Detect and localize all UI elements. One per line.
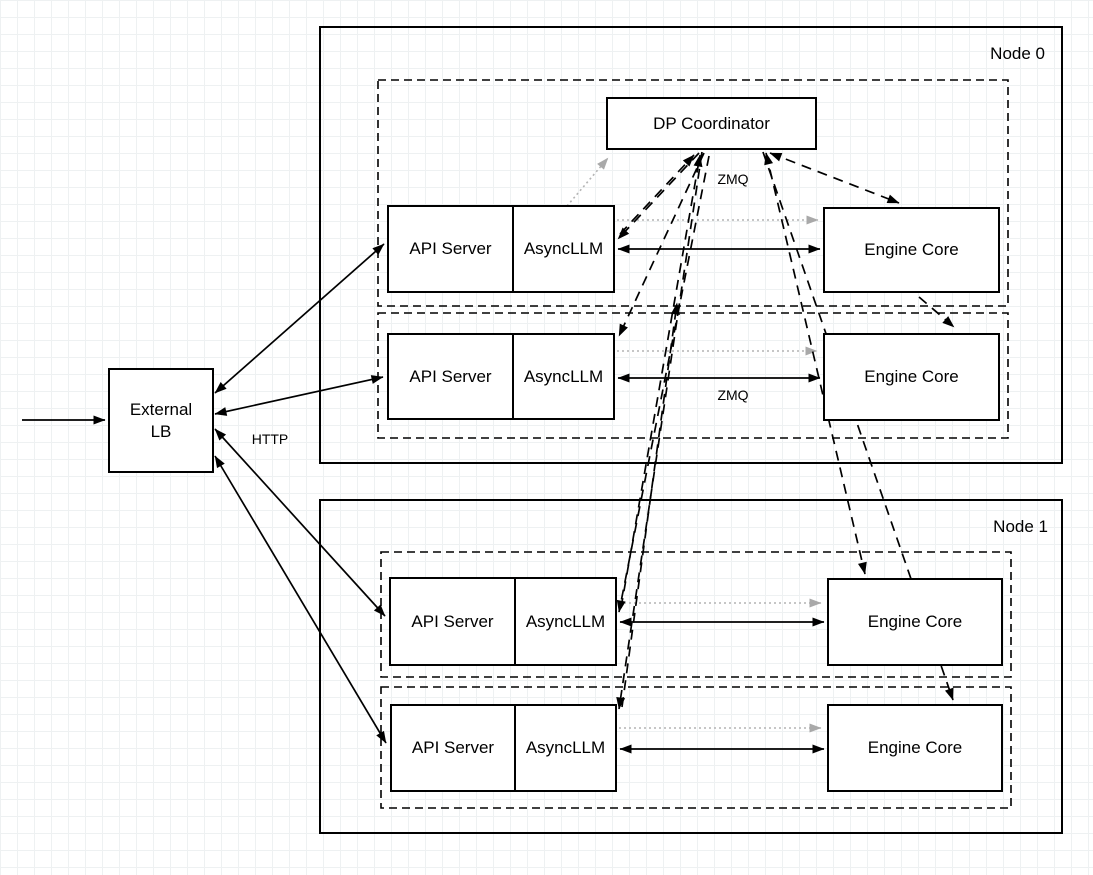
api-async-box-n0r1: API Server AsyncLLM bbox=[387, 333, 615, 420]
api-async-box-n1r0: API Server AsyncLLM bbox=[389, 577, 617, 666]
dp-coordinator-box: DP Coordinator bbox=[606, 97, 817, 150]
coordinator-async0-dashed-arrow bbox=[617, 152, 700, 240]
api-async-box-n0r0: API Server AsyncLLM bbox=[387, 205, 615, 293]
zmq-label-row2: ZMQ bbox=[717, 387, 749, 403]
lb-api0-arrow bbox=[214, 243, 385, 394]
external-lb-box: External LB bbox=[108, 368, 214, 473]
engine-core-box-n0r0: Engine Core bbox=[823, 207, 1000, 293]
dp-coordinator-label: DP Coordinator bbox=[653, 113, 770, 133]
coordinator-engine2-dashed-arrow bbox=[764, 152, 867, 575]
http-label: HTTP bbox=[251, 431, 289, 447]
node1-rank1-dashed-group bbox=[380, 686, 1012, 809]
asyncllm-cell: AsyncLLM bbox=[525, 738, 606, 758]
coordinator-engine1-dashed-arrow bbox=[918, 296, 955, 328]
engine-core-box-n1r1: Engine Core bbox=[827, 704, 1003, 792]
asyncllm-cell: AsyncLLM bbox=[523, 366, 604, 386]
zmq-label-coordinator: ZMQ bbox=[717, 171, 749, 187]
async0-coordinator-dotted-arrow bbox=[566, 157, 609, 207]
async0-coordinator-dashed-arrow bbox=[619, 154, 695, 235]
coordinator-async3-dashed-arrow bbox=[616, 151, 703, 710]
api-server-cell: API Server bbox=[392, 706, 516, 790]
engine-core-label: Engine Core bbox=[864, 367, 959, 387]
api-server-cell: API Server bbox=[389, 335, 514, 418]
lb-api2-arrow bbox=[214, 428, 386, 617]
coordinator-async2-dashed-arrow bbox=[616, 155, 710, 613]
engine-core-label: Engine Core bbox=[864, 240, 959, 260]
engine-core-label: Engine Core bbox=[867, 612, 963, 632]
coordinator-engine0-dashed-arrow bbox=[769, 152, 900, 204]
api-server-cell: API Server bbox=[389, 207, 514, 291]
lb-api3-arrow bbox=[214, 455, 387, 744]
node1-label: Node 1 bbox=[993, 517, 1048, 536]
lb-api1-arrow bbox=[214, 375, 384, 416]
node0-label: Node 0 bbox=[990, 44, 1045, 63]
asyncllm-cell: AsyncLLM bbox=[523, 239, 604, 259]
asyncllm-cell: AsyncLLM bbox=[525, 611, 606, 631]
solid-arrows bbox=[22, 243, 825, 754]
external-lb-label-line2: LB bbox=[150, 421, 172, 441]
engine-core-box-n0r1: Engine Core bbox=[823, 333, 1000, 421]
api-server-cell: API Server bbox=[391, 579, 516, 664]
engine-core-label: Engine Core bbox=[867, 738, 963, 758]
api-async-box-n1r1: API Server AsyncLLM bbox=[390, 704, 617, 792]
external-lb-label-line1: External bbox=[129, 400, 193, 420]
engine-core-box-n1r0: Engine Core bbox=[827, 578, 1003, 666]
node0-rank0-dashed-group bbox=[377, 79, 1009, 307]
